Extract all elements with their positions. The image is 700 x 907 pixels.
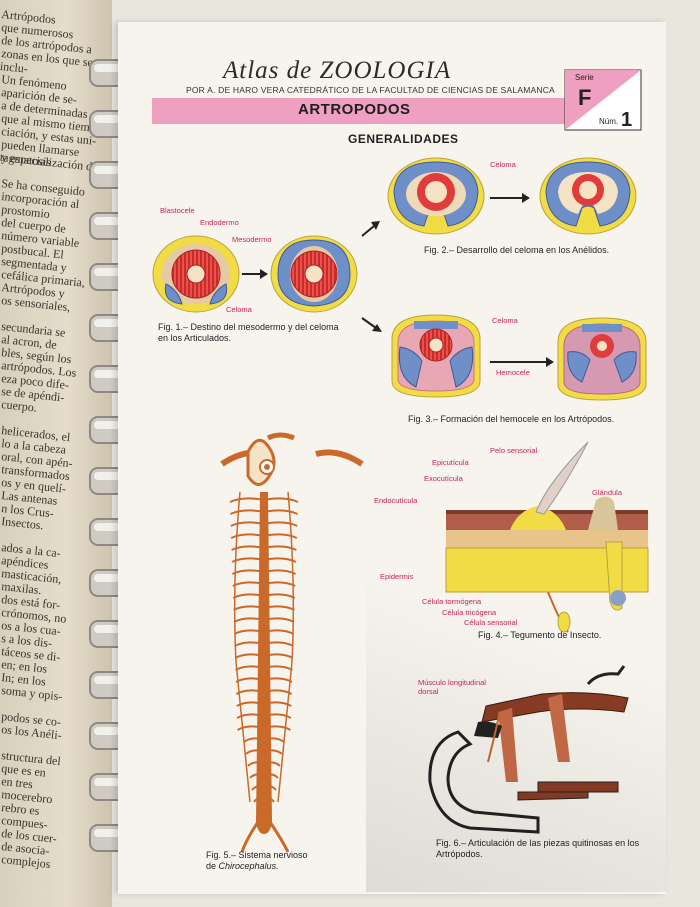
serie-badge: Serie F Núm. 1 — [564, 69, 642, 131]
fig3-caption: Fig. 3.– Formación del hemocele en los A… — [408, 414, 615, 424]
fig5-leg-nerve — [230, 533, 265, 539]
fig5-leg-nerve — [234, 653, 265, 659]
num-label: Núm. — [599, 117, 618, 126]
fig4-label-tormogena: Célula tormógena — [422, 597, 482, 606]
fig5-leg-nerve — [263, 557, 297, 563]
fig5-leg-nerve — [251, 785, 265, 791]
fig5-caption: Fig. 5.– Sistema nervioso de Chirocephal… — [206, 850, 308, 872]
fig5-leg-nerve — [263, 749, 283, 755]
fig5-caption-line2: de Chirocephalus. — [206, 861, 308, 872]
fig2-caption: Fig. 2.– Desarrollo del celoma en los An… — [424, 245, 610, 255]
fig4-label-epidermis: Epidermis — [380, 572, 414, 581]
fig5-leg-nerve — [235, 665, 265, 671]
book-title: Atlas de ZOOLOGIA — [223, 57, 452, 84]
fig5-leg-nerve — [235, 689, 265, 695]
fig4-label-glandula: Glándula — [592, 488, 623, 497]
fig5-leg-nerve — [263, 713, 292, 719]
fig5-leg-nerve — [263, 797, 275, 803]
fig2-label-celoma: Celoma — [490, 160, 516, 169]
fig5-leg-nerve — [232, 593, 265, 599]
fig5-leg-nerve — [263, 629, 295, 635]
section-title: ARTROPODOS — [298, 101, 411, 118]
fig1-diagram — [152, 157, 649, 853]
fig5-leg-nerve — [263, 701, 292, 707]
fig6-label-musculo-line1: Músculo longitudinal — [418, 678, 486, 687]
book-subtitle: POR A. DE HARO VERA CATEDRÁTICO DE LA FA… — [186, 85, 555, 95]
fig5-leg-nerve — [249, 773, 265, 779]
fig5-leg-nerve — [235, 677, 265, 683]
num-value: 1 — [621, 109, 632, 131]
fig5-leg-nerve — [263, 545, 297, 551]
fig5-leg-nerve — [253, 797, 265, 803]
fig5-leg-nerve — [232, 581, 265, 587]
fig3-label-hemocele: Hemocele — [496, 368, 530, 377]
fig4-label-epicuticula: Epicutícula — [432, 458, 469, 467]
fig5-leg-nerve — [263, 569, 297, 575]
fig5-leg-nerve — [263, 653, 294, 659]
section-band — [152, 98, 572, 124]
fig5-leg-nerve — [263, 641, 294, 647]
serie-label: Serie — [575, 73, 594, 82]
fig4-label-tricogena: Célula tricógena — [442, 608, 497, 617]
fig5-leg-nerve — [234, 641, 265, 647]
fig5-leg-nerve — [263, 737, 285, 743]
fig5-caption-species: Chirocephalus. — [218, 861, 279, 871]
serie-letter: F — [578, 85, 591, 110]
fig5-leg-nerve — [231, 569, 265, 575]
fig4-label-exocuticula: Exocutícula — [424, 474, 463, 483]
fig5-leg-nerve — [233, 629, 265, 635]
fig5-leg-nerve — [263, 521, 298, 527]
fig5-leg-nerve — [236, 713, 265, 719]
fig5-nervous-system — [220, 432, 364, 853]
fig5-leg-nerve — [263, 593, 296, 599]
fig5-leg-nerve — [263, 665, 293, 671]
fig5-leg-nerve — [229, 497, 265, 503]
fig5-caption-prefix: de — [206, 861, 217, 871]
fig5-leg-nerve — [263, 533, 298, 539]
fig5-leg-nerve — [263, 725, 291, 731]
fig4-label-pelo: Pelo sensorial — [490, 446, 538, 455]
fig5-leg-nerve — [237, 725, 265, 731]
fig4-label-endocuticula: Endocutícula — [374, 496, 418, 505]
fig5-leg-nerve — [245, 749, 265, 755]
fig5-caption-line1: Fig. 5.– Sistema nervioso — [206, 850, 308, 860]
fig5-leg-nerve — [263, 581, 296, 587]
fig5-leg-nerve — [263, 605, 295, 611]
generalidades-heading: GENERALIDADES — [348, 132, 459, 146]
fig5-leg-nerve — [231, 545, 265, 551]
fig1-caption: Fig. 1.– Destino del mesodermo y del cel… — [158, 322, 339, 343]
fig5-leg-nerve — [263, 689, 293, 695]
fig4-label-sensorial: Célula sensorial — [464, 618, 518, 627]
fig5-leg-nerve — [233, 617, 265, 623]
fig4-caption: Fig. 4.– Tegumento de Insecto. — [478, 630, 602, 640]
fig1-label-blastocele: Blastocele — [160, 206, 195, 215]
fig5-leg-nerve — [263, 785, 277, 791]
fig1-label-mesodermo: Mesodermo — [232, 235, 272, 244]
fig3-label-celoma: Celoma — [492, 316, 518, 325]
fig6-caption: Fig. 6.– Articulación de las piezas quit… — [436, 838, 640, 859]
fig5-leg-nerve — [236, 701, 265, 707]
fig6-label-musculo-line2: dorsal — [418, 687, 439, 696]
fig1-label-endodermo: Endodermo — [200, 218, 239, 227]
right-page: Atlas de ZOOLOGIA POR A. DE HARO VERA CA… — [118, 22, 666, 894]
fig5-leg-nerve — [247, 761, 265, 767]
fig5-leg-nerve — [263, 509, 299, 515]
fig5-leg-nerve — [243, 737, 265, 743]
fig5-leg-nerve — [231, 557, 265, 563]
fig5-leg-nerve — [230, 521, 265, 527]
fig5-leg-nerve — [263, 761, 281, 767]
fig4-tegument — [445, 441, 649, 633]
fig5-leg-nerve — [229, 509, 265, 515]
fig6-articulation — [428, 665, 629, 834]
fig1-label-celoma: Celoma — [226, 305, 252, 314]
fig5-leg-nerve — [263, 773, 279, 779]
fig5-leg-nerve — [263, 497, 299, 503]
fig5-leg-nerve — [263, 677, 293, 683]
fig5-leg-nerve — [263, 617, 295, 623]
fig6-label-musculo: Músculo longitudinal dorsal — [418, 678, 486, 696]
fig5-leg-nerve — [233, 605, 265, 611]
